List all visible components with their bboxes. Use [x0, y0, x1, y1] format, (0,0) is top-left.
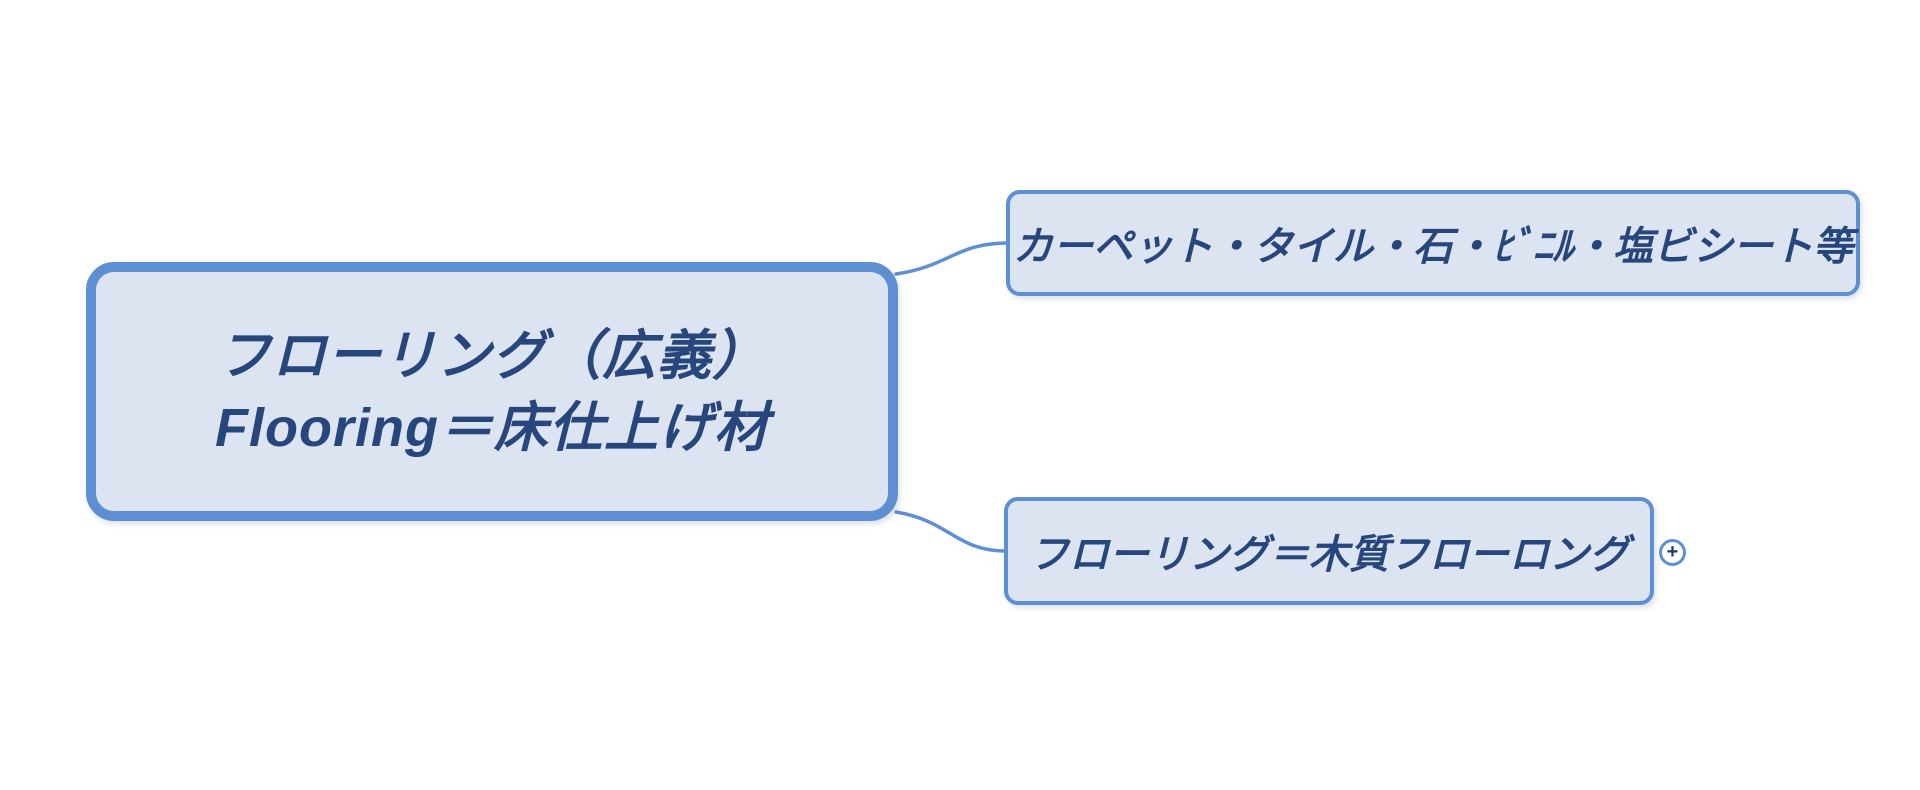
root-topic-node[interactable]: フローリング（広義） Flooring＝床仕上げ材	[86, 262, 898, 521]
child-topic-node-floor-coverings[interactable]: カーペット・タイル・石・ﾋﾞﾆﾙ・塩ビシート等	[1006, 190, 1860, 296]
root-topic-line-1: フローリング（広義）	[217, 325, 767, 386]
child-topic-node-wood-flooring[interactable]: フローリング＝木質フローロング	[1004, 497, 1654, 605]
connector-root-to-child2	[894, 510, 1008, 553]
plus-expand-icon[interactable]: +	[1659, 539, 1686, 566]
root-topic-line-2: Flooring＝床仕上げ材	[215, 397, 769, 458]
child-topic-label: フローリング＝木質フローロング	[1029, 533, 1629, 577]
connector-root-to-child1	[894, 241, 1010, 276]
child-topic-label: カーペット・タイル・石・ﾋﾞﾆﾙ・塩ビシート等	[1013, 225, 1853, 269]
